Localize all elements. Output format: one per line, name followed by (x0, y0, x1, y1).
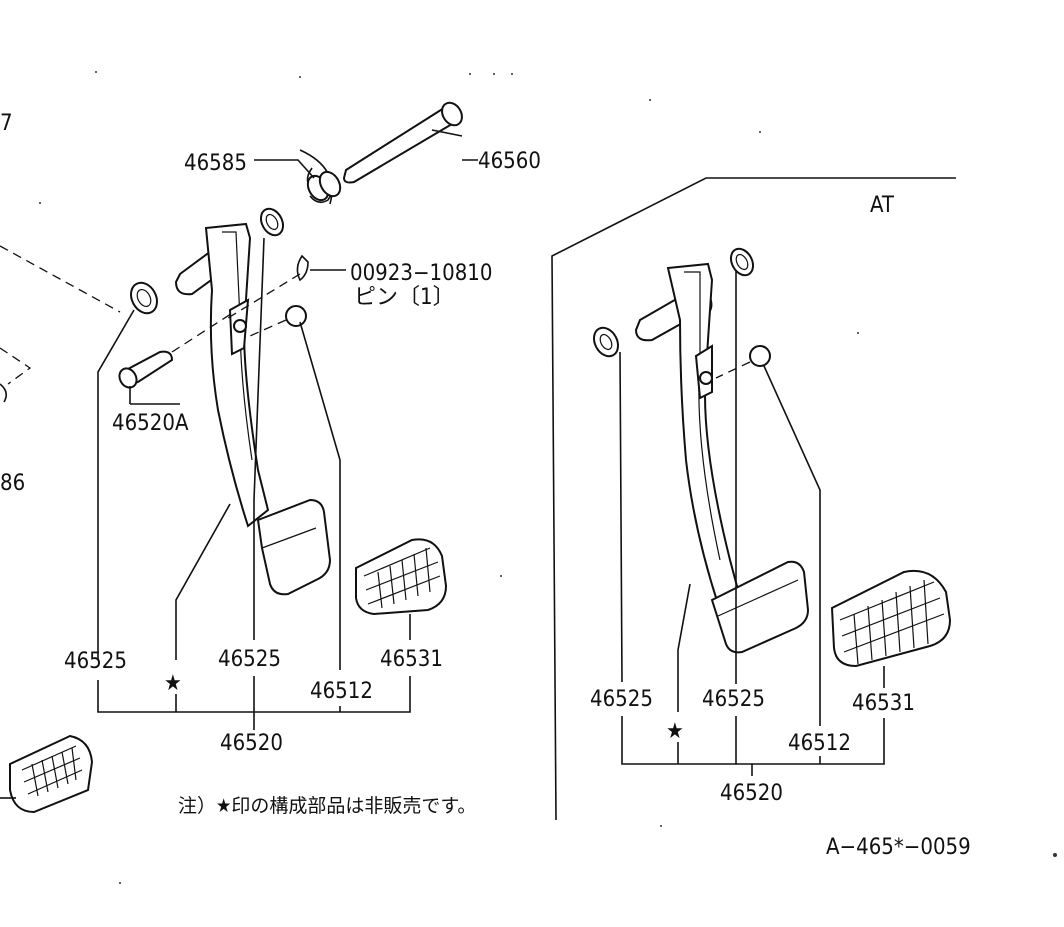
left-assembly: 46585 46560 00923−10810 ピン〔1〕 46520A 7 8… (0, 101, 541, 814)
at-panel: AT (551, 177, 956, 821)
label-00923-10810: 00923−10810 (350, 261, 492, 286)
label-46520a: 46520A (112, 411, 189, 436)
at-panel-border (551, 177, 956, 821)
pedal-pad (355, 538, 448, 616)
label-at-46512: 46512 (788, 731, 851, 756)
label-left-46520: 46520 (220, 731, 283, 756)
label-46560: 46560 (478, 149, 541, 174)
at-bushing-upper (729, 247, 755, 277)
at-pedal-arm (634, 262, 810, 654)
at-pedal-pad (830, 570, 952, 668)
left-leaders (97, 159, 411, 730)
label-pin: ピン〔1〕 (354, 285, 455, 310)
label-fragment-86: 86 (0, 471, 25, 496)
label-46585: 46585 (184, 151, 247, 176)
clevis-pin (118, 311, 235, 405)
part-fragment (0, 383, 8, 403)
label-left-46512: 46512 (310, 679, 373, 704)
bushing-left (130, 281, 158, 315)
label-at-star: ★ (666, 719, 684, 744)
label-at-46520: 46520 (720, 781, 783, 806)
label-fragment-7: 7 (0, 111, 13, 136)
pivot-shaft (342, 101, 478, 184)
scan-specks (39, 71, 1057, 884)
footnote: 注）★印の構成部品は非販売です。 (178, 795, 476, 817)
pedal-arm (174, 222, 332, 596)
label-at-46525-b: 46525 (702, 687, 765, 712)
pedal-pad-fragment (0, 734, 94, 814)
at-stopper-cushion (715, 345, 771, 379)
label-left-46531: 46531 (380, 647, 443, 672)
label-left-46525-a: 46525 (64, 649, 127, 674)
diagram-code: A−465*−0059 (826, 835, 971, 860)
at-bushing-left (593, 326, 619, 358)
at-leaders (619, 270, 885, 776)
cotter-pin (227, 254, 346, 319)
bushing-upper (259, 207, 285, 237)
leader-dashed-fragment (0, 245, 121, 313)
return-spring (299, 149, 342, 205)
label-at-46525-a: 46525 (590, 687, 653, 712)
label-left-46525-b: 46525 (218, 647, 281, 672)
leader-dashed-fragment-2 (0, 347, 32, 385)
label-at: AT (870, 193, 895, 218)
label-at-46531: 46531 (852, 691, 915, 716)
stopper-cushion (249, 305, 307, 337)
label-left-star: ★ (164, 671, 182, 696)
